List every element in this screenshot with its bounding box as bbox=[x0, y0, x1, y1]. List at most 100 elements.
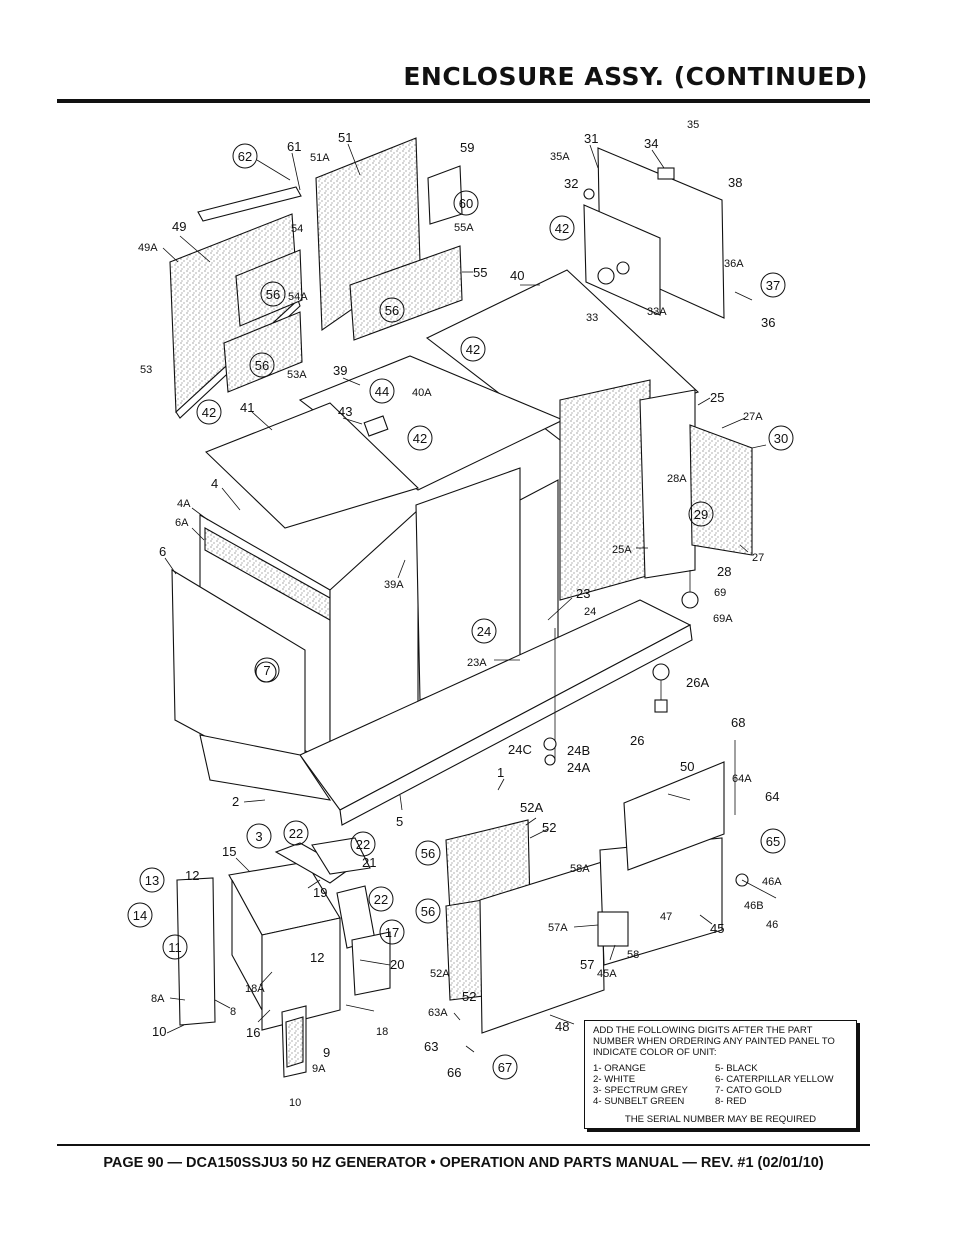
callout-34: 34 bbox=[644, 136, 658, 151]
callout-47: 47 bbox=[660, 911, 672, 923]
part-11-bracket bbox=[176, 877, 216, 1026]
legend-color-7: 7- CATO GOLD bbox=[715, 1085, 782, 1096]
callout-22a: 22 bbox=[289, 826, 303, 841]
callout-6: 6 bbox=[159, 544, 166, 559]
callout-3: 3 bbox=[255, 829, 262, 844]
callout-52Ab: 52A bbox=[430, 968, 450, 980]
legend-colors-left: 1- ORANGE 2- WHITE 3- SPECTRUM GREY 4- S… bbox=[593, 1063, 688, 1107]
callout-12: 12 bbox=[185, 868, 199, 883]
part-43-cover bbox=[363, 415, 389, 437]
legend-serial-note: THE SERIAL NUMBER MAY BE REQUIRED bbox=[624, 1114, 817, 1125]
callout-64A: 64A bbox=[732, 773, 752, 785]
callout-circles bbox=[127, 143, 794, 1080]
callout-33: 33 bbox=[586, 312, 598, 324]
callout-1: 1 bbox=[497, 765, 504, 780]
legend-color-2: 2- WHITE bbox=[593, 1074, 636, 1085]
callout-31: 31 bbox=[584, 131, 598, 146]
callout-49: 49 bbox=[172, 219, 186, 234]
callout-8A: 8A bbox=[151, 993, 165, 1005]
callout-68: 68 bbox=[731, 715, 745, 730]
callout-24: 24 bbox=[584, 606, 596, 618]
legend-heading: ADD THE FOLLOWING DIGITS AFTER THE PART … bbox=[593, 1025, 835, 1058]
callout-26: 26 bbox=[630, 733, 644, 748]
callout-25: 25 bbox=[710, 390, 724, 405]
callout-55: 55 bbox=[473, 265, 487, 280]
callout-5: 5 bbox=[396, 814, 403, 829]
upper-left-panels bbox=[169, 137, 463, 419]
callout-52A: 52A bbox=[520, 800, 543, 815]
callout-4A: 4A bbox=[177, 498, 191, 510]
part-41-top bbox=[205, 402, 420, 529]
callout-35: 35 bbox=[687, 119, 699, 131]
callout-58A: 58A bbox=[570, 863, 590, 875]
callout-21: 21 bbox=[362, 855, 376, 870]
callout-41: 41 bbox=[240, 400, 254, 415]
callout-55A: 55A bbox=[454, 222, 474, 234]
color-code-legend: ADD THE FOLLOWING DIGITS AFTER THE PART … bbox=[584, 1020, 857, 1129]
callout-18A: 18A bbox=[245, 983, 265, 995]
lower-left-assembly bbox=[176, 837, 391, 1078]
callout-39: 39 bbox=[333, 363, 347, 378]
callout-2: 2 bbox=[232, 794, 239, 809]
callout-56d: 56 bbox=[421, 846, 435, 861]
callout-42a: 42 bbox=[555, 221, 569, 236]
callout-26A: 26A bbox=[686, 675, 709, 690]
callout-13: 13 bbox=[145, 873, 159, 888]
callout-8: 8 bbox=[230, 1006, 236, 1018]
callout-43: 43 bbox=[338, 404, 352, 419]
title-rule bbox=[57, 99, 870, 103]
callout-6A: 6A bbox=[175, 517, 189, 529]
callout-19: 19 bbox=[313, 885, 327, 900]
callout-61: 61 bbox=[287, 139, 301, 154]
callout-23: 23 bbox=[576, 586, 590, 601]
callout-16: 16 bbox=[246, 1025, 260, 1040]
callout-60: 60 bbox=[459, 196, 473, 211]
callout-57: 57 bbox=[580, 957, 594, 972]
callout-64: 64 bbox=[765, 789, 779, 804]
callout-46B: 46B bbox=[744, 900, 764, 912]
callout-38: 38 bbox=[728, 175, 742, 190]
callout-54: 54 bbox=[291, 223, 303, 235]
callout-35A: 35A bbox=[550, 151, 570, 163]
callout-56c: 56 bbox=[255, 358, 269, 373]
page-footer: PAGE 90 — DCA150SSJU3 50 HZ GENERATOR • … bbox=[103, 1155, 824, 1171]
callout-40A: 40A bbox=[412, 387, 432, 399]
legend-colors-right: 5- BLACK 6- CATERPILLAR YELLOW 7- CATO G… bbox=[715, 1063, 834, 1107]
upper-right-door bbox=[583, 147, 725, 319]
callout-10b: 10 bbox=[289, 1097, 301, 1109]
callout-39A: 39A bbox=[384, 579, 404, 591]
callout-29: 29 bbox=[694, 507, 708, 522]
part-25-panel bbox=[639, 389, 696, 579]
callout-25A: 25A bbox=[612, 544, 632, 556]
callout-9: 9 bbox=[323, 1045, 330, 1060]
callout-10: 10 bbox=[152, 1024, 166, 1039]
callout-20: 20 bbox=[390, 957, 404, 972]
callout-59: 59 bbox=[460, 140, 474, 155]
callout-46: 46 bbox=[766, 919, 778, 931]
callout-12b: 12 bbox=[310, 950, 324, 965]
callout-4: 4 bbox=[211, 476, 218, 491]
callout-44: 44 bbox=[375, 384, 389, 399]
part-54-box bbox=[235, 249, 303, 327]
callout-65: 65 bbox=[766, 834, 780, 849]
callout-7: 7 bbox=[263, 663, 270, 678]
callout-33A: 33A bbox=[647, 306, 667, 318]
leader-lines bbox=[162, 143, 767, 1053]
legend-color-6: 6- CATERPILLAR YELLOW bbox=[715, 1074, 834, 1085]
callout-22b: 22 bbox=[356, 837, 370, 852]
callout-15: 15 bbox=[222, 844, 236, 859]
callout-27: 27 bbox=[752, 552, 764, 564]
callout-27A: 27A bbox=[743, 411, 763, 423]
callout-63A: 63A bbox=[428, 1007, 448, 1019]
callout-56b: 56 bbox=[385, 303, 399, 318]
part-61-strip bbox=[197, 186, 302, 222]
legend-color-3: 3- SPECTRUM GREY bbox=[593, 1085, 688, 1096]
callout-24C: 24C bbox=[508, 742, 532, 757]
callout-42d: 42 bbox=[413, 431, 427, 446]
callout-37: 37 bbox=[766, 278, 780, 293]
callout-17: 17 bbox=[385, 925, 399, 940]
callout-14: 14 bbox=[133, 908, 147, 923]
callout-36A: 36A bbox=[724, 258, 744, 270]
callout-32: 32 bbox=[564, 176, 578, 191]
